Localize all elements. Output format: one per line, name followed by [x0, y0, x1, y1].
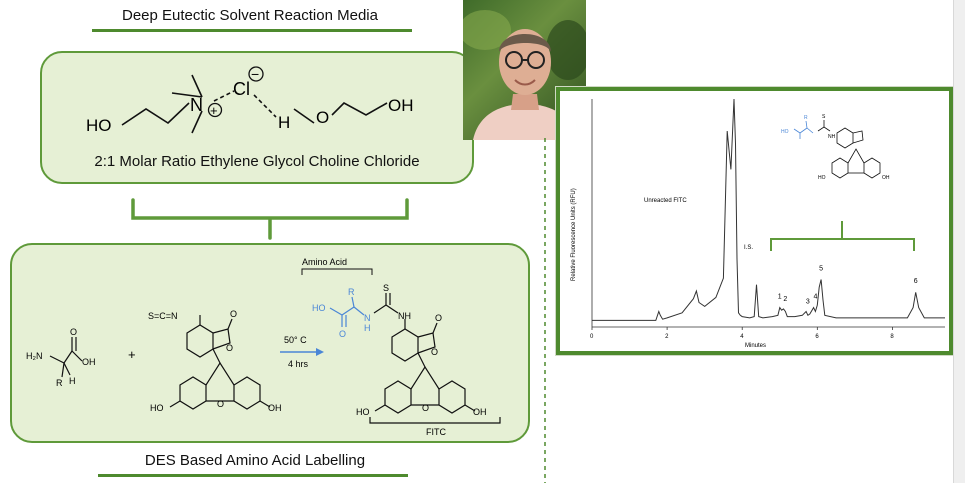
chromatogram-svg: Relative Fluorescence Units (RFU) Minute… [571, 98, 945, 349]
internal-standard-label: I.S. [744, 245, 753, 251]
product-ho: HO [356, 407, 370, 417]
r-label-amino: R [56, 378, 63, 388]
minus-charge: − [251, 66, 259, 82]
des-title: Deep Eutectic Solvent Reaction Media [122, 7, 378, 24]
mini-s: S [822, 114, 826, 120]
fitc-bridge-o: O [217, 399, 224, 409]
labelling-box: Amino Acid H₂N O OH R H + [10, 243, 530, 443]
product-carbonyl-o: O [339, 329, 346, 339]
product-n: N [364, 313, 371, 323]
x-tick-label: 6 [815, 334, 819, 340]
product-oh: OH [473, 407, 487, 417]
product-fitc-ring-o: O [431, 347, 438, 357]
product-n-h: H [364, 323, 371, 333]
connector-bracket [131, 198, 409, 240]
fitc-ho-left: HO [150, 403, 164, 413]
x-tick-label: 0 [590, 334, 594, 340]
minus-charge-circle [248, 66, 264, 82]
h-bond-right [253, 94, 277, 118]
des-molar-ratio-caption: 2:1 Molar Ratio Ethylene Glycol Choline … [94, 153, 420, 170]
peaks-bracket [770, 221, 915, 251]
labelling-reaction-svg: Amino Acid H₂N O OH R H + [26, 257, 501, 437]
mini-nh: NH [828, 134, 836, 140]
h-label-amino: H [69, 376, 76, 386]
product-fitc-carbonyl-o: O [435, 313, 442, 323]
carbonyl-o-label: O [70, 327, 77, 337]
peak-label-4: 4 [813, 294, 817, 301]
chromatogram-trace [592, 98, 945, 321]
condition-time: 4 hrs [288, 359, 309, 369]
ho-label-left: HO [86, 116, 112, 135]
portrait-illustration [463, 10, 586, 140]
fitc-bracket-label: FITC [426, 427, 446, 437]
plus-charge: + [210, 103, 218, 118]
y-axis-label: Relative Fluorescence Units (RFU) [571, 188, 577, 281]
mini-ho: HO [818, 175, 826, 181]
fitc-ring-o: O [226, 343, 233, 353]
plus-charge-circle [207, 102, 223, 118]
product-r: R [348, 287, 355, 297]
oh-label-right: OH [388, 96, 414, 115]
reaction-arrowhead [316, 348, 324, 356]
vertical-divider [544, 138, 546, 483]
labelling-title-underline [98, 474, 408, 477]
peak-label-1: 1 [778, 294, 782, 301]
condition-temperature: 50° C [284, 335, 307, 345]
amino-acid-bracket-label: Amino Acid [302, 257, 347, 267]
peak-label-5: 5 [819, 265, 823, 272]
product-structure-mini [793, 120, 881, 179]
fitc-oh-right: OH [268, 403, 282, 413]
unreacted-fitc-label: Unreacted FITC [644, 198, 687, 204]
fitc-carbonyl-o: O [230, 309, 237, 319]
product-ho: HO [312, 303, 326, 313]
scn-label: S=C=N [148, 311, 178, 321]
peak-label-6: 6 [914, 278, 918, 285]
peak-label-3: 3 [806, 299, 810, 306]
h2n-label: H₂N [26, 351, 43, 361]
product-fitc-bridge-o: O [422, 403, 429, 413]
plus-sign: + [128, 347, 136, 362]
n-atom: N [190, 95, 203, 115]
mini-r-blue: R [804, 115, 808, 121]
mini-oh: OH [882, 175, 890, 181]
cl-atom: Cl [233, 79, 250, 99]
des-structure-svg: HO N + Cl − H O OH [86, 66, 414, 135]
x-tick-label: 8 [890, 334, 894, 340]
des-structure-box: HO N + Cl − H O OH 2:1 Molar Ratio Ethyl… [40, 51, 474, 184]
labelling-title: DES Based Amino Acid Labelling [144, 452, 366, 469]
x-tick-label: 4 [740, 334, 744, 340]
right-scroll-strip[interactable] [953, 0, 965, 483]
h-bond-left [213, 90, 235, 102]
product-nh: NH [398, 311, 411, 321]
peak-label-2: 2 [783, 296, 787, 303]
product-s: S [383, 283, 389, 293]
des-title-underline [92, 29, 412, 32]
x-axis-label: Minutes [745, 343, 766, 349]
mini-ho-blue: HO [781, 129, 789, 135]
x-tick-label: 2 [665, 334, 669, 340]
oh-label-amino: OH [82, 357, 96, 367]
h-atom: H [278, 113, 290, 132]
chromatogram-box: Relative Fluorescence Units (RFU) Minute… [556, 87, 953, 355]
o-atom: O [316, 108, 329, 127]
